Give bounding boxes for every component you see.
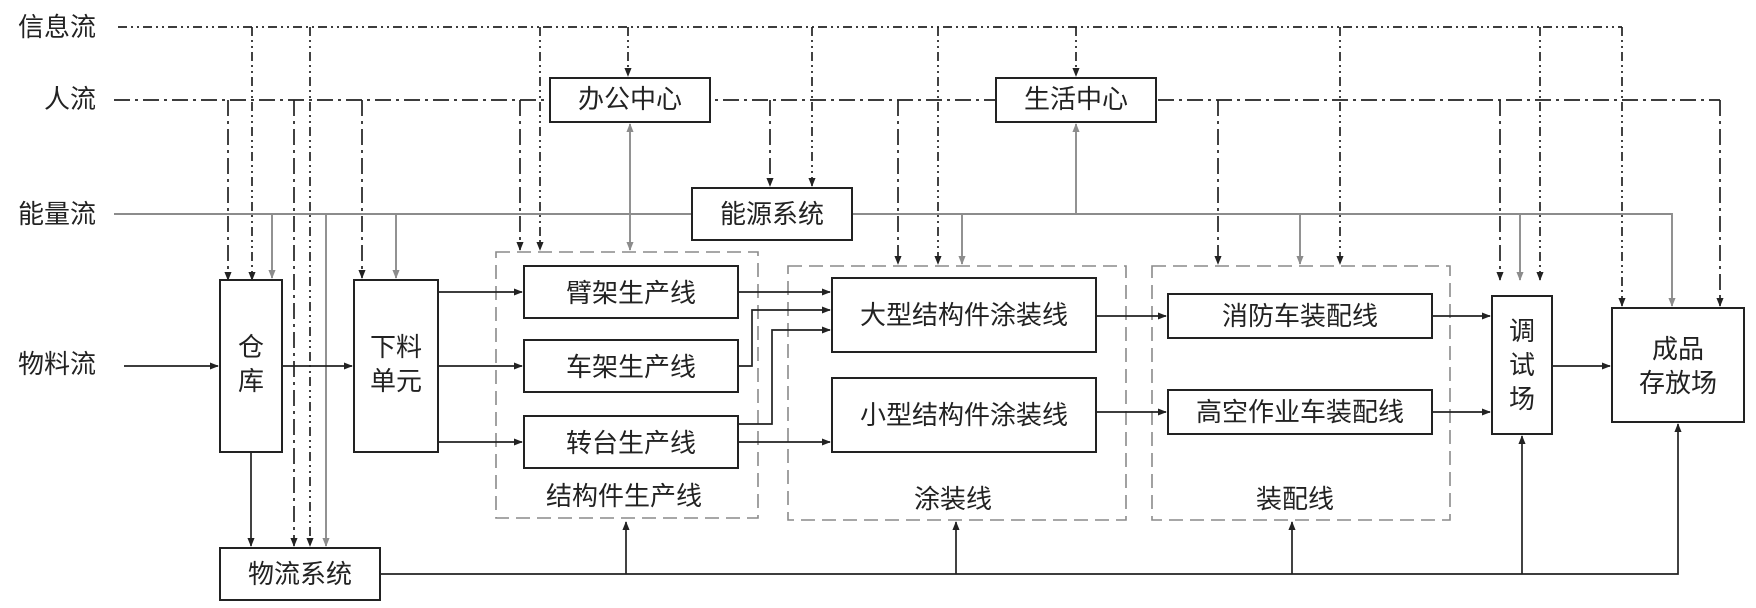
aerial-truck-assembly-label: 高空作业车装配线 bbox=[1196, 398, 1404, 428]
turntable-line-box bbox=[523, 415, 739, 469]
fire-truck-assembly-label: 消防车装配线 bbox=[1222, 302, 1378, 332]
group-assembly-lines bbox=[1151, 265, 1451, 521]
small-coating-line-label: 小型结构件涂装线 bbox=[860, 401, 1068, 431]
small-coating-line-box bbox=[831, 377, 1097, 453]
frame-line-box bbox=[523, 339, 739, 393]
group-coating-label: 涂装线 bbox=[914, 485, 992, 515]
warehouse-label-2: 库 bbox=[238, 367, 264, 397]
group-structural-label: 结构件生产线 bbox=[546, 482, 702, 512]
living-center-box bbox=[995, 77, 1157, 123]
large-coating-line-label: 大型结构件涂装线 bbox=[860, 301, 1068, 331]
test-field-label-2: 试 bbox=[1509, 351, 1535, 381]
product-storage-label-1: 成品 bbox=[1652, 335, 1704, 365]
large-coating-line-box bbox=[831, 277, 1097, 353]
energy-to-product-storage bbox=[1596, 213, 1676, 307]
group-structural-label-bg bbox=[542, 478, 722, 512]
energy-system-box bbox=[691, 187, 853, 241]
office-center-label: 办公中心 bbox=[578, 85, 682, 115]
turntable-line-label: 转台生产线 bbox=[566, 429, 696, 459]
fire-truck-assembly-box bbox=[1167, 293, 1433, 339]
logistics-bus bbox=[380, 423, 1682, 575]
group-coating-lines bbox=[787, 265, 1127, 521]
info-flow-label: 信息流 bbox=[18, 13, 96, 43]
frame-to-large-coating bbox=[738, 306, 831, 367]
office-center-box bbox=[549, 77, 711, 123]
energy-system-label: 能源系统 bbox=[720, 200, 824, 230]
logistics-system-label: 物流系统 bbox=[248, 560, 352, 590]
cutting-unit-label-1: 下料 bbox=[370, 333, 422, 363]
cutting-unit-label-2: 单元 bbox=[370, 367, 422, 397]
boom-line-label: 臂架生产线 bbox=[566, 279, 696, 309]
warehouse-label-1: 仓 bbox=[238, 333, 264, 363]
boom-line-box bbox=[523, 265, 739, 319]
energy-flow-label: 能量流 bbox=[18, 200, 96, 230]
test-field-label-1: 调 bbox=[1509, 317, 1535, 347]
product-storage-box bbox=[1611, 307, 1745, 423]
frame-line-label: 车架生产线 bbox=[566, 353, 696, 383]
warehouse-box bbox=[219, 279, 283, 453]
test-field-box bbox=[1491, 295, 1553, 435]
people-flow-label: 人流 bbox=[44, 85, 96, 115]
aerial-truck-assembly-box bbox=[1167, 389, 1433, 435]
group-assembly-label: 装配线 bbox=[1256, 485, 1334, 515]
material-flow-label: 物料流 bbox=[18, 350, 96, 380]
product-storage-label-2: 存放场 bbox=[1639, 369, 1717, 399]
cutting-unit-box bbox=[353, 279, 439, 453]
group-structural-lines bbox=[495, 251, 759, 519]
turntable-to-large-coating bbox=[738, 326, 831, 425]
test-field-label-3: 场 bbox=[1509, 385, 1535, 415]
living-center-label: 生活中心 bbox=[1024, 85, 1128, 115]
